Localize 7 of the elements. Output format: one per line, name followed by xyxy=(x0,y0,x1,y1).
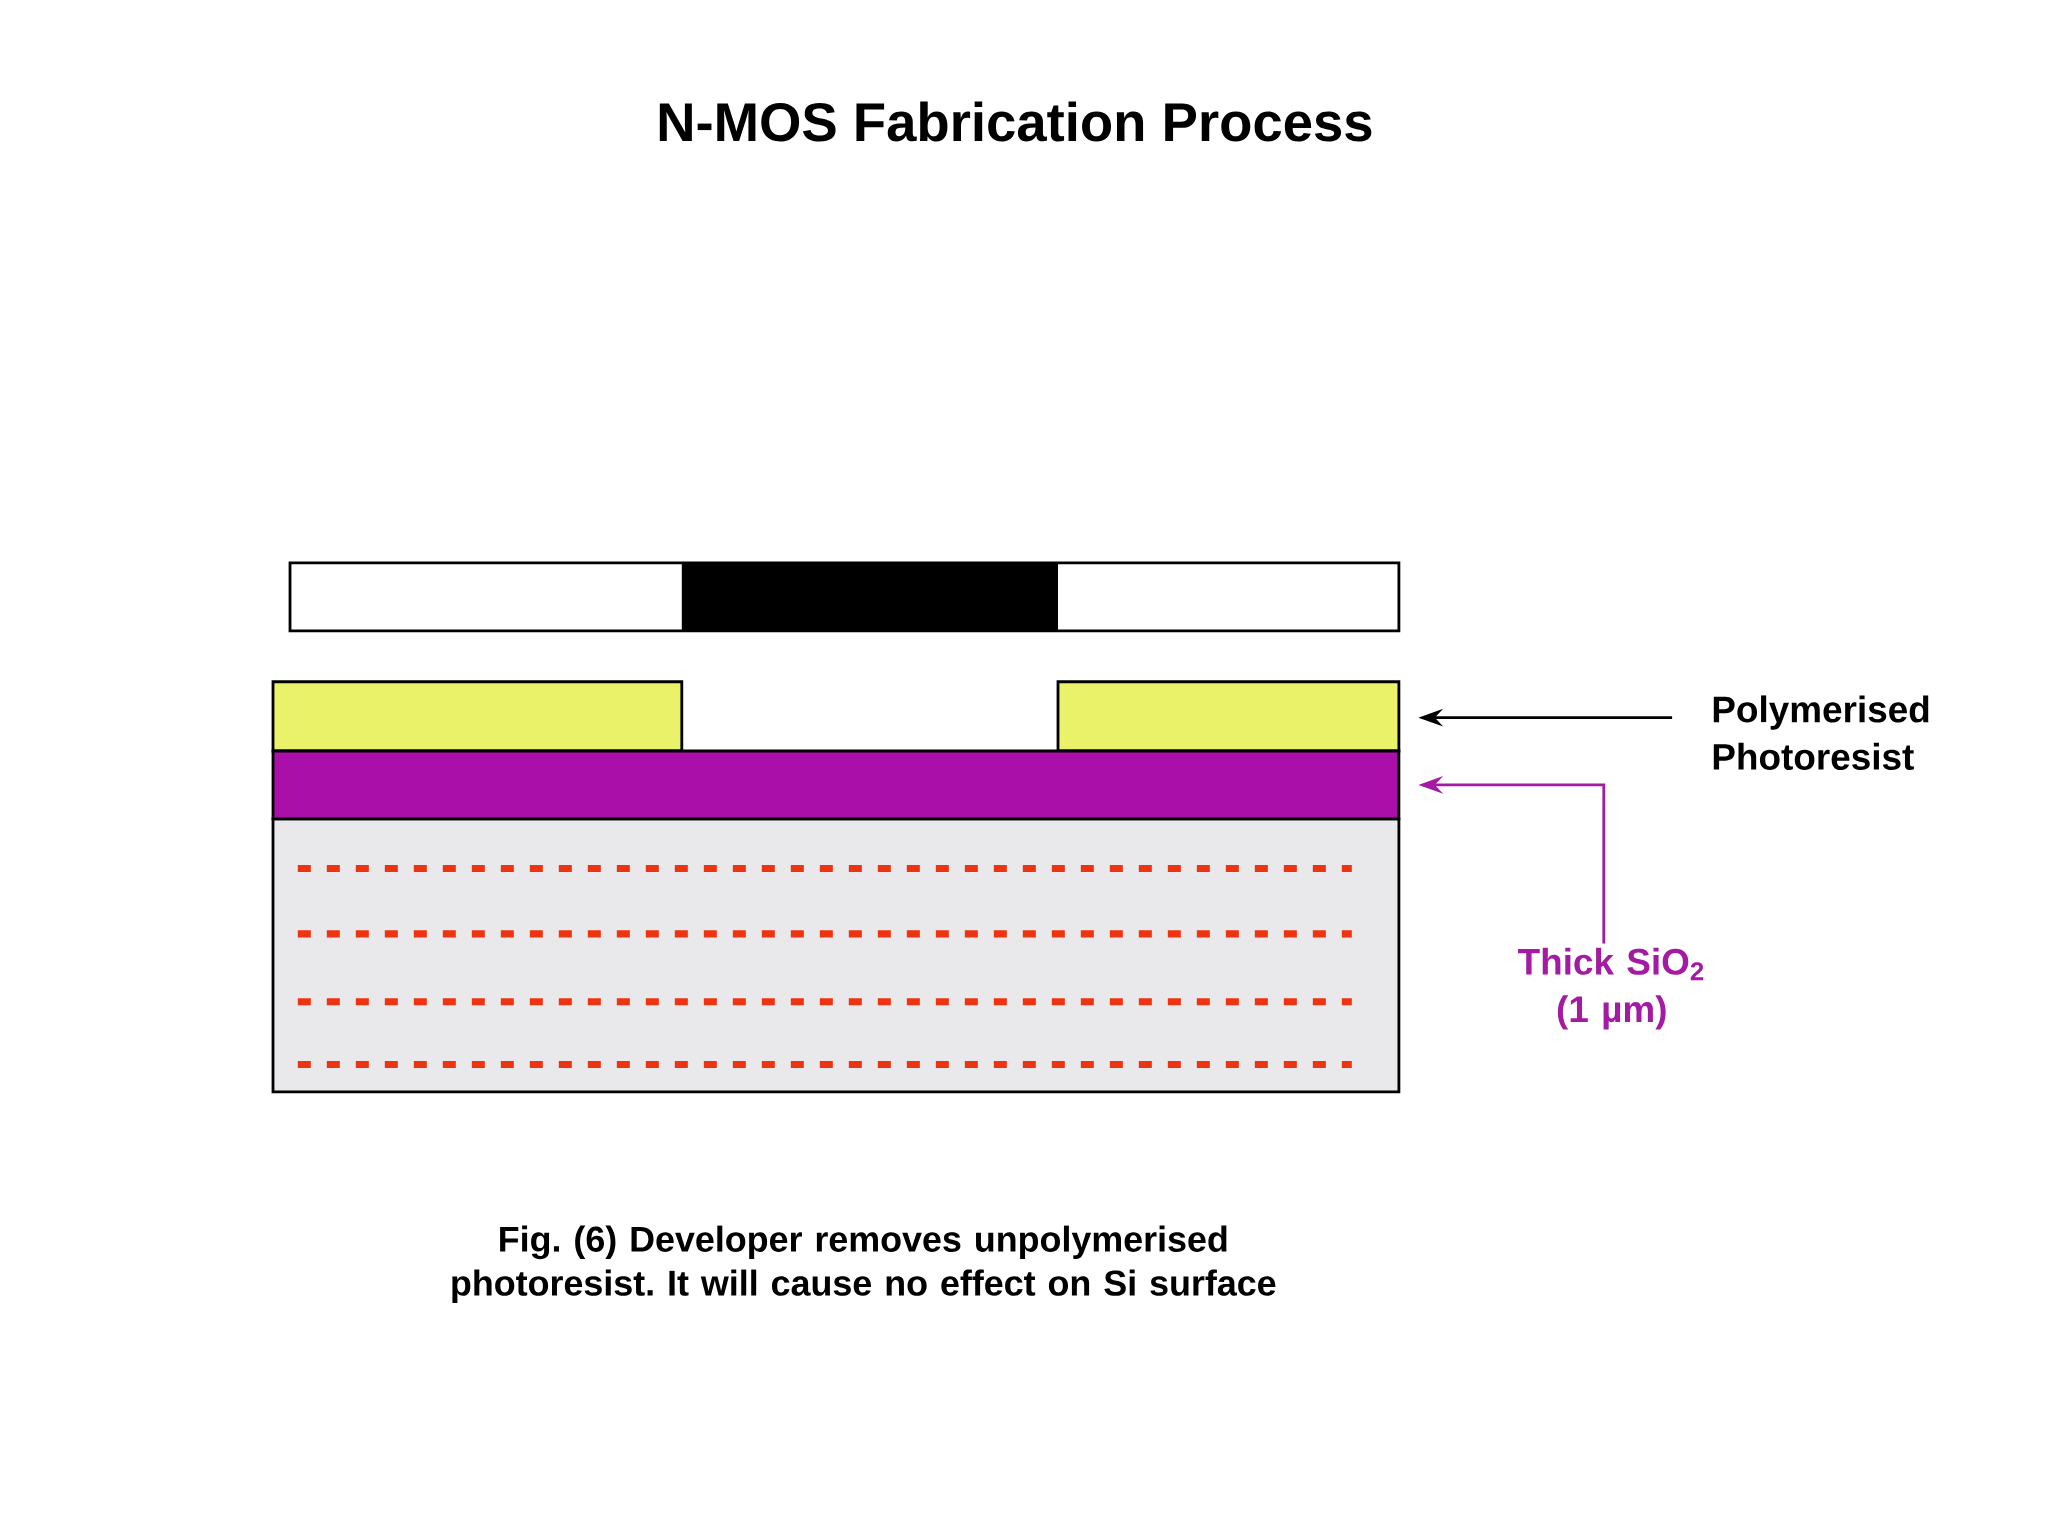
photoresist-block xyxy=(271,680,684,753)
caption: Fig. (6) Developer removes unpolymerised photoresist. It will cause no effect on Si surface xyxy=(452,1225,1276,1303)
callout-label: Thick SiO$_{2}$ (1 µm) xyxy=(1518,947,1704,1030)
title: N-MOS Fabrication Process xyxy=(659,101,1372,142)
oxide-layer xyxy=(271,749,1401,821)
photoresist-block xyxy=(1056,680,1401,753)
callout-label: Polymerised Photoresist xyxy=(1713,695,1929,770)
